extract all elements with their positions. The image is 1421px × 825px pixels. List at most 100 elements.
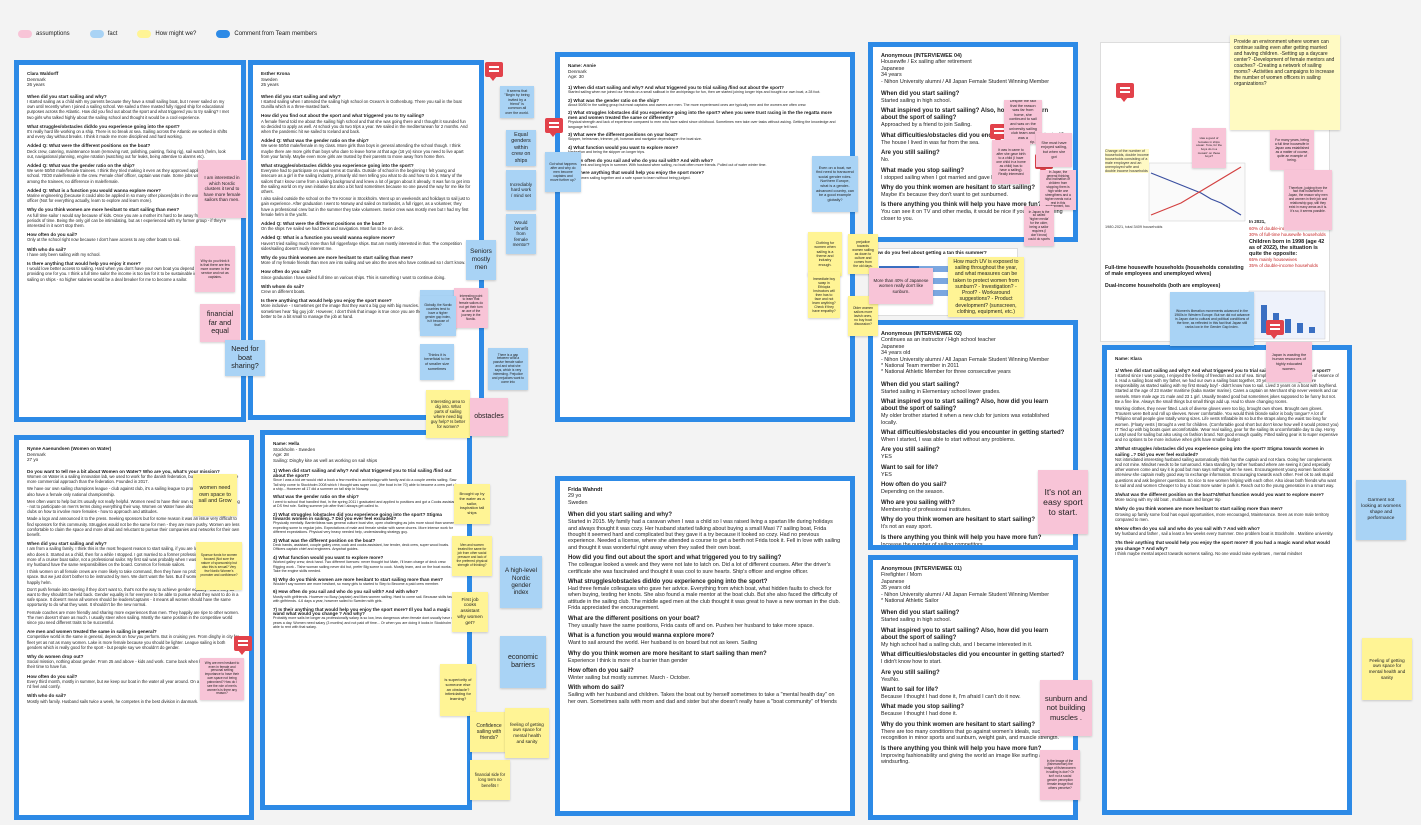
sticky-note[interactable]: Even on a boat, we find need to transcen… [812, 156, 858, 212]
sticky-note[interactable]: Therefore, judging from the fact that ho… [1284, 170, 1332, 230]
interview-question: Added Q: What is a function you would wa… [27, 187, 161, 193]
sticky-note[interactable]: In the image of the (fisherwoman) the im… [1040, 750, 1080, 800]
sticky-note[interactable]: Feeling of getting own space for mental … [1362, 638, 1412, 700]
interview-answer: My husband and father , sail a least a f… [1115, 531, 1334, 537]
sticky-note[interactable]: First job cooks assistant why women get? [452, 592, 488, 632]
interviewee-detail: 25 years [261, 82, 279, 88]
interview-question: With who do sail? [27, 693, 67, 699]
sticky-note[interactable]: Globally, the Nordic countries tend to h… [420, 296, 456, 336]
households-title: Full-time housewife households (househol… [1105, 265, 1244, 277]
sticky-note[interactable]: There is a gap between what a passive fe… [488, 348, 528, 390]
sticky-note[interactable]: Women's liberation movements advanced in… [1170, 292, 1254, 346]
sticky-note[interactable]: economic barriers [500, 636, 546, 688]
sticky-note[interactable]: How much UV is exposed to sailing throug… [948, 257, 1024, 317]
interview-question: Why do you think women are hesitant to s… [881, 185, 1036, 192]
interview-question: With who do sail? [27, 246, 67, 252]
sticky-note-text: Provide an environment where women can c… [1234, 39, 1335, 87]
interview-question: 2) What was the gender ratio on the ship… [568, 97, 660, 103]
sticky-note[interactable]: A high-level Nordic gender index [500, 556, 542, 608]
legend-swatch [216, 30, 231, 38]
sticky-note-text: She must have enjoyed sailing, but when … [1040, 140, 1068, 159]
comment-icon[interactable] [545, 118, 563, 137]
interview-answer: I didn't know how to start. [881, 659, 942, 666]
interview-answer: Deck crew, catering, maintenance team (r… [27, 148, 226, 159]
sticky-note[interactable]: More than 40% of Japanese women really d… [869, 268, 933, 304]
sticky-note[interactable]: It was in came to after she gave birth t… [992, 140, 1030, 184]
interview-answer: When I started, I was able to start with… [881, 437, 1016, 444]
sticky-note[interactable]: Clothing for women when sailing is a the… [808, 232, 842, 276]
sticky-note[interactable]: Got what happens after and why do men be… [545, 152, 581, 192]
sticky-note[interactable]: For many years, being a full time housew… [1270, 130, 1314, 170]
sticky-note[interactable]: women need own space to sail and Grow [193, 474, 237, 516]
sticky-note[interactable]: Need for boat sharing? [225, 340, 265, 376]
comment-icon[interactable] [1266, 320, 1284, 339]
interviewee-name: Name: Klara [1115, 356, 1142, 361]
interviewee-detail: 35 years old [881, 585, 911, 592]
sticky-note[interactable]: Older women sailors more lavish ones, no… [848, 296, 878, 336]
legend-label: fact [107, 31, 118, 37]
sticky-note[interactable]: It's not an easy sport to start. [1038, 470, 1088, 534]
sticky-note[interactable]: prejudice towards women sailing as down … [848, 234, 878, 274]
sticky-note[interactable]: is superiority of someone else an obstac… [440, 664, 476, 716]
interview-question: When did you start sailing? [881, 381, 960, 388]
sticky-note[interactable]: Equal genders within crew on ships [506, 130, 536, 166]
sticky-note[interactable]: Why do you think it is that there are fe… [195, 246, 235, 292]
sticky-note[interactable]: Japan is wasting the human resources of … [1266, 342, 1312, 382]
sticky-note[interactable]: sunburn and not building muscles . [1040, 680, 1092, 736]
sticky-note[interactable]: Has a good of females in ships ocean: 'h… [1192, 128, 1226, 168]
sticky-note[interactable]: Seniors mostly men [466, 240, 496, 280]
sticky-note[interactable]: In Japan is the so called 'higher media'… [1024, 206, 1054, 246]
interview-answer: Female coaches are more friendly and sha… [27, 609, 239, 626]
comment-icon[interactable] [485, 62, 503, 81]
comment-icon[interactable] [1116, 83, 1134, 102]
interview-answer: Since I was a kid we would visit a book … [273, 478, 457, 491]
sticky-note[interactable]: financial side for long term no benefits… [470, 760, 510, 800]
interview-answer: Physical strength and lack of experience… [568, 120, 836, 129]
interview-answer: I think women on all female crews are mo… [27, 569, 241, 585]
interview-answer: Improving fashionability and giving the … [881, 752, 1049, 766]
interview-answer: It's really hard life working on a ship.… [27, 129, 228, 140]
comment-icon[interactable] [234, 636, 252, 655]
sticky-note[interactable]: In Japan, the general thinking and incli… [1040, 170, 1076, 210]
sticky-note[interactable]: Immediate boy swap in Ethiopia Instructo… [808, 272, 840, 318]
sticky-note[interactable]: I am interested in which Nordic clusters… [198, 160, 246, 218]
interview-answer: Approached by a friend to join Sailing. [881, 122, 972, 129]
interview-question: Added Q: What is a function you would wa… [261, 235, 395, 241]
sticky-note[interactable]: Why are men hesitant to even in female a… [200, 658, 244, 700]
interview-answer: Skipper, helmsman, trimmer, pit, bowman … [568, 137, 702, 142]
sticky-note[interactable]: Men and women treated the same for job f… [452, 536, 492, 576]
interview-question: How often do you sail? [881, 482, 947, 489]
interview-question: Are you still sailing? [881, 150, 940, 157]
sticky-note[interactable]: Incrediably hard work / mind set [506, 170, 536, 210]
sticky-note[interactable]: Interesting point to learn that female s… [454, 288, 488, 328]
sticky-note[interactable]: Confidence sailing with friends? [470, 712, 508, 752]
sticky-note[interactable]: financial far and equal [200, 304, 240, 342]
sticky-note[interactable]: obstacles [470, 398, 508, 436]
interview-answer: YES [881, 454, 892, 461]
interviewee-detail: 26 years [27, 82, 45, 88]
interview-answer: They usually have the same positions, Fr… [568, 622, 814, 629]
sticky-note[interactable]: Thinks it is beneficial to be of smaller… [420, 344, 454, 380]
sticky-note[interactable]: Provide an environment where women can c… [1230, 35, 1340, 130]
sticky-note[interactable]: feeling of getting own space for mental … [505, 708, 549, 758]
interviewee-name: Clara Waldorff [27, 71, 59, 76]
interview-answer: Physically mentally. Barrier/ideas was g… [273, 521, 455, 535]
interviewee-name: Esther Krona [261, 71, 290, 76]
interview-answer: I am from a sailing family. I think this… [27, 546, 238, 568]
sticky-note[interactable]: Sponsor funds for women focused (Not sur… [196, 542, 242, 590]
sticky-note[interactable]: Brought up by the water as a sailor, ins… [454, 484, 490, 524]
sticky-note[interactable]: She must have enjoyed sailing, but when … [1036, 133, 1072, 167]
sticky-note[interactable]: It seems that "Begin by being invited by… [500, 86, 534, 118]
sticky-note[interactable]: Would benefit from female mentor? [506, 214, 536, 254]
